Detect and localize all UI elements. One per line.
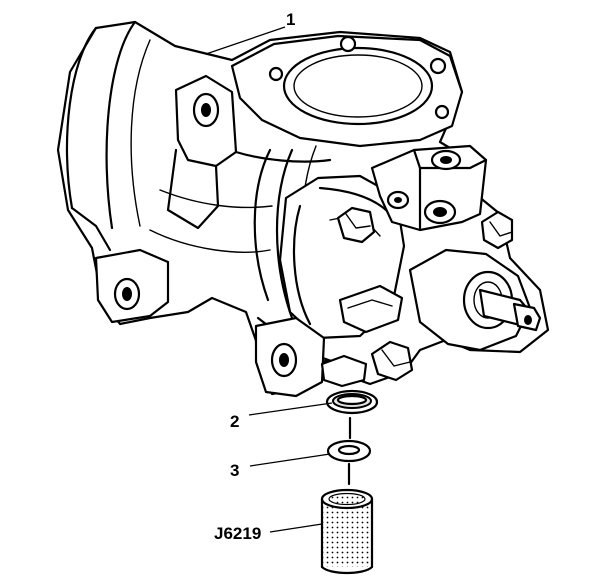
washer xyxy=(326,439,372,463)
callout-tool: J6219 xyxy=(214,524,261,543)
end-cap-bolt xyxy=(480,210,514,250)
leader-line-tool xyxy=(269,523,323,533)
leader-line-1 xyxy=(205,26,286,55)
cover-bolt-upper xyxy=(336,206,376,244)
leader-line-2 xyxy=(248,402,333,416)
tool-j6219 xyxy=(320,488,374,575)
o-ring-seal xyxy=(325,389,379,415)
leader-line-3 xyxy=(249,453,331,467)
cover-bolt-lower xyxy=(370,340,414,382)
callout-2: 2 xyxy=(230,412,239,431)
callout-1: 1 xyxy=(286,10,295,29)
steering-gear-housing xyxy=(56,20,550,398)
callout-3: 3 xyxy=(230,461,239,480)
